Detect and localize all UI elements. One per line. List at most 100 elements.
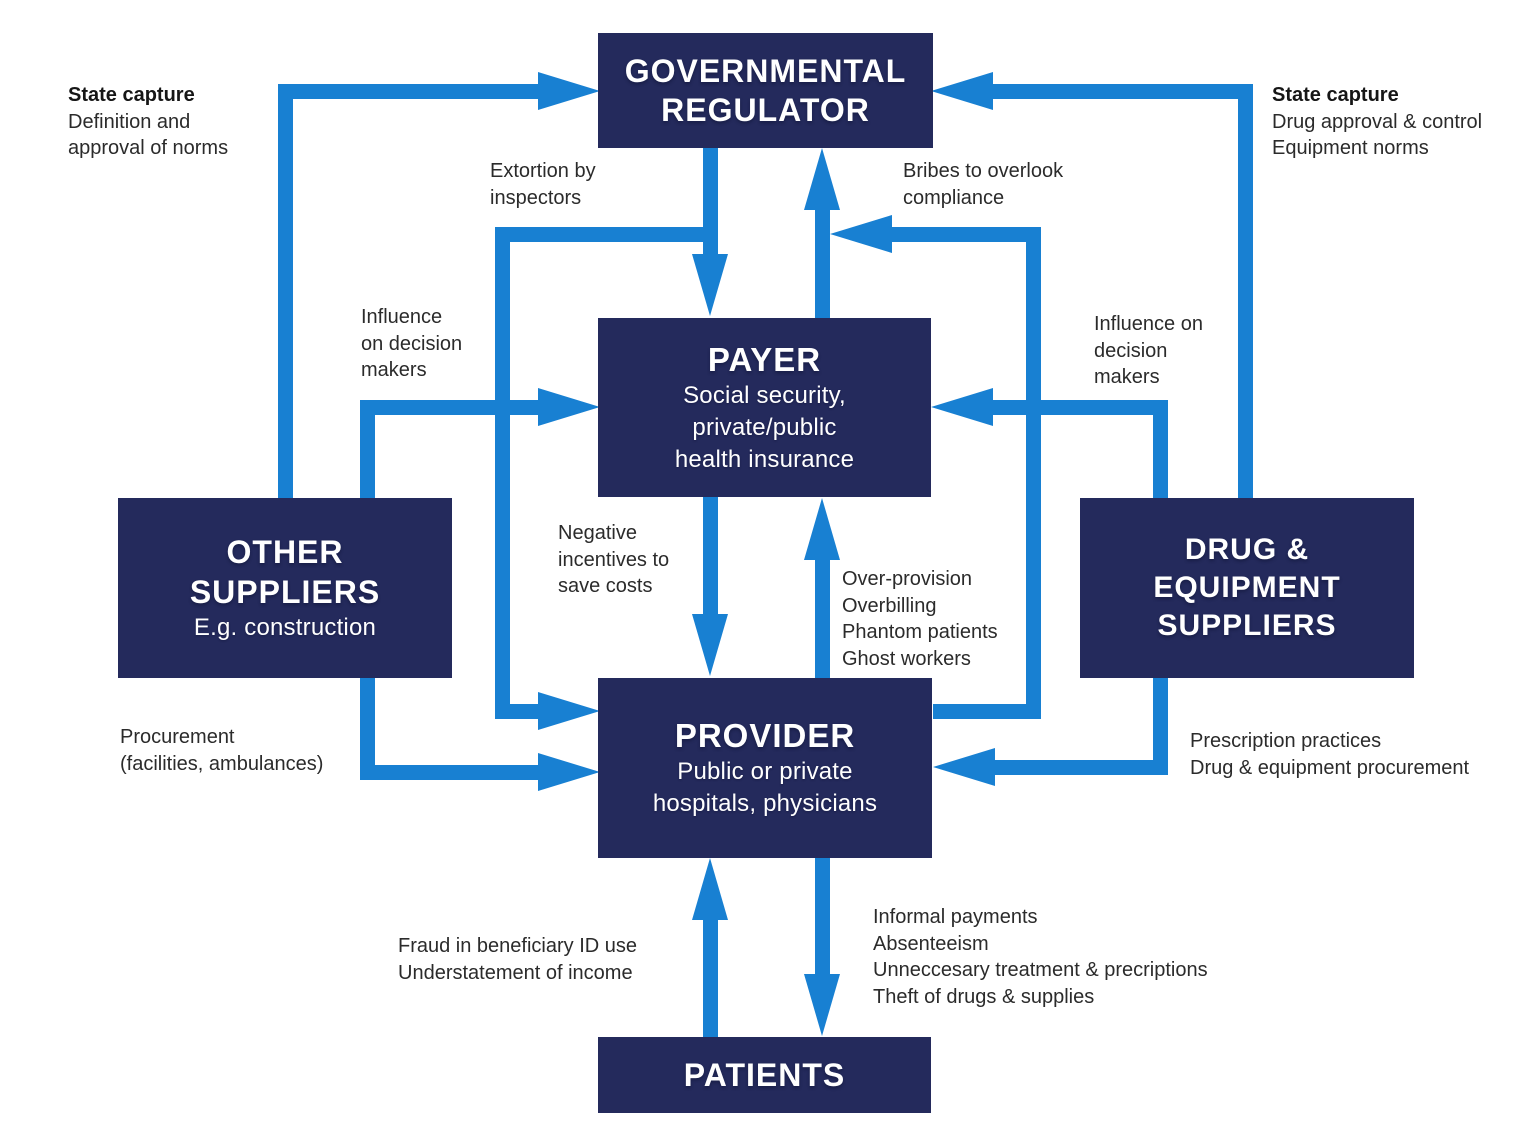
- label-influence-left: Influence on decision makers: [361, 304, 462, 384]
- arrowhead-into-regulator-left: [538, 72, 600, 110]
- arrowhead-into-regulator-right: [931, 72, 993, 110]
- arrow-segment-procurement-h: [360, 765, 540, 780]
- label-over-provision-line: Over-provision: [842, 568, 973, 590]
- label-over-provision-line: Phantom patients: [842, 621, 998, 643]
- arrowhead-into-payer-left: [538, 388, 600, 426]
- node-other-suppliers-title-line: OTHER: [226, 534, 344, 570]
- label-negative-incentives: Negative incentives to save costs: [558, 520, 669, 600]
- arrow-segment-influence-left-v: [360, 400, 375, 498]
- arrow-segment-prescription-h: [993, 760, 1168, 775]
- label-influence-left-line: on decision: [361, 332, 463, 355]
- label-negative-incentives-line: Negative: [558, 522, 637, 544]
- arrow-segment-procurement-v: [360, 678, 375, 780]
- label-influence-left-line: makers: [361, 359, 427, 381]
- label-over-provision-line: Ghost workers: [842, 647, 971, 670]
- node-payer-subtitle-line: Social security,: [683, 381, 846, 409]
- node-patients: PATIENTS: [598, 1037, 931, 1113]
- label-state-capture-left-line: State capture: [68, 84, 195, 106]
- label-influence-left-line: Influence: [361, 306, 443, 328]
- node-provider-subtitle-line: Public or private: [677, 758, 853, 785]
- label-procurement: Procurement(facilities, ambulances): [120, 724, 323, 777]
- label-informal-line: Informal payments: [873, 906, 1038, 928]
- arrowhead-into-provider-top: [692, 614, 728, 676]
- label-fraud-line: Fraud in beneficiary ID use: [398, 935, 638, 957]
- label-fraud-line: Understatement of income: [398, 961, 633, 984]
- label-procurement-line: Procurement: [120, 726, 235, 748]
- arrow-segment-influence-left-h: [360, 400, 540, 415]
- arrow-segment-overprovision-v: [815, 556, 830, 678]
- label-extortion-line: inspectors: [490, 186, 582, 209]
- node-provider-subtitle-line: hospitals, physicians: [652, 790, 878, 817]
- node-provider-title-line: PROVIDER: [674, 717, 856, 754]
- label-bribes-line: compliance: [903, 186, 1005, 209]
- arrow-segment-drug-to-regulator-h: [991, 84, 1253, 99]
- label-bribes-line: Bribes to overlook: [903, 160, 1064, 182]
- arrow-segment-bribes-h2: [888, 227, 1041, 242]
- node-regulator-title-line: REGULATOR: [661, 91, 870, 128]
- label-prescription-line: Drug & equipment procurement: [1190, 756, 1470, 779]
- arrowhead-into-provider-right-prescription: [933, 748, 995, 786]
- arrow-segment-influence-right-h: [991, 400, 1168, 415]
- node-drug-equipment-suppliers: DRUG & EQUIPMENT SUPPLIERS: [1080, 498, 1414, 678]
- arrow-segment-payer-to-regulator-v: [815, 206, 830, 318]
- node-provider: PROVIDER Public or private hospitals, phys…: [598, 678, 932, 858]
- arrowhead-into-provider-left-extortion: [538, 692, 600, 730]
- node-payer-subtitle-line: health insurance: [674, 445, 855, 473]
- label-extortion-line: Extortion by: [490, 160, 596, 182]
- node-drug-equipment-suppliers-title-line: EQUIPMENT: [1153, 571, 1341, 604]
- arrow-segment-informal-v: [815, 858, 830, 978]
- label-prescription-line: Prescription practices: [1190, 730, 1382, 752]
- label-state-capture-right-line: State capture: [1272, 84, 1399, 106]
- label-state-capture-right-line: Equipment norms: [1272, 137, 1429, 159]
- label-bribes: Bribes to overlook compliance: [903, 158, 1063, 211]
- arrowhead-into-payer-top: [692, 254, 728, 316]
- label-influence-right-line: Influence on: [1094, 313, 1203, 335]
- arrow-segment-extortion-h2: [495, 704, 543, 719]
- arrowhead-bribes-merge: [830, 215, 892, 253]
- node-payer-subtitle-line: private/public: [692, 413, 837, 441]
- arrowhead-into-regulator-bottom: [804, 148, 840, 210]
- label-influence-right-line: makers: [1094, 366, 1160, 388]
- label-over-provision-line: Overbilling: [842, 594, 937, 617]
- label-influence-right-line: decision: [1094, 339, 1168, 362]
- node-payer-title-line: PAYER: [707, 340, 822, 378]
- node-other-suppliers-title-line: SUPPLIERS: [189, 574, 381, 610]
- label-state-capture-right-line: Drug approval & control: [1272, 110, 1483, 133]
- node-payer: PAYER Social security, private/public healt…: [598, 318, 931, 497]
- arrow-segment-fraud-v: [703, 916, 718, 1037]
- arrow-segment-prescription-v: [1153, 678, 1168, 775]
- arrow-segment-other-to-regulator-v: [278, 84, 293, 498]
- arrow-segment-other-to-regulator-h: [278, 84, 540, 99]
- node-drug-equipment-suppliers-title-line: SUPPLIERS: [1157, 609, 1337, 642]
- arrowhead-into-patients-top: [804, 974, 840, 1036]
- label-negative-incentives-line: incentives to: [558, 548, 670, 571]
- arrowhead-into-provider-left-procurement: [538, 753, 600, 791]
- label-informal-line: Unneccesary treatment & precriptions: [873, 959, 1208, 981]
- arrowhead-into-payer-right: [931, 388, 993, 426]
- label-extortion: Extortion by inspectors: [490, 158, 596, 211]
- node-other-suppliers-subtitle-line: E.g. construction: [193, 614, 377, 641]
- arrowhead-into-provider-bottom: [692, 858, 728, 920]
- node-drug-equipment-suppliers-title-line: DRUG &: [1184, 533, 1310, 566]
- label-informal-line: Theft of drugs & supplies: [873, 985, 1095, 1008]
- node-regulator-title-line: GOVERNMENTAL: [624, 52, 907, 89]
- arrow-segment-influence-right-v: [1153, 400, 1168, 498]
- arrow-segment-bribes-h1: [933, 704, 1041, 719]
- arrow-segment-bribes-v: [1026, 227, 1041, 719]
- label-informal-line: Absenteeism: [873, 932, 989, 955]
- label-state-capture-left-line: Definition and: [68, 110, 191, 133]
- label-state-capture-left-line: approval of norms: [68, 137, 229, 159]
- node-patients-title-line: PATIENTS: [683, 1057, 846, 1093]
- label-negative-incentives-line: save costs: [558, 575, 653, 597]
- arrow-segment-extortion-h1: [495, 227, 718, 242]
- arrow-segment-extortion-v: [495, 227, 510, 719]
- arrowhead-into-payer-bottom: [804, 498, 840, 560]
